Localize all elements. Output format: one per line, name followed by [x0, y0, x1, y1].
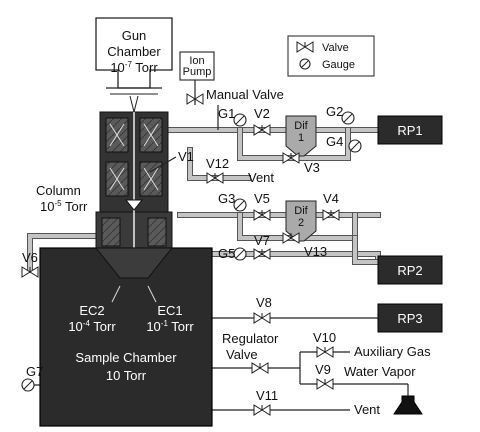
vent-upper-label: Vent	[248, 170, 274, 185]
dif2-line1: Dif	[294, 205, 308, 217]
valve-v1-label: V1	[178, 149, 194, 164]
valve-v12-label: V12	[206, 156, 229, 171]
gauge-g4-label: G4	[326, 134, 343, 149]
valve-v4-label: V4	[323, 191, 339, 206]
sample-chamber-title: Sample Chamber	[75, 350, 177, 365]
gauge-g7-label: G7	[26, 364, 43, 379]
vent-lower-label: Vent	[354, 402, 380, 417]
ec1-pressure: 10-1 Torr	[146, 319, 194, 334]
valve-v5-icon	[253, 209, 271, 221]
electron-column	[95, 111, 173, 272]
diffusion-pump-1: Dif 1	[285, 115, 317, 157]
column-pressure: 10-5 Torr	[40, 199, 88, 214]
dif1-line2: 1	[298, 132, 304, 144]
rough-pump-rp1	[377, 115, 443, 145]
gauge-g1-label: G1	[218, 106, 235, 121]
legend-gauge-label: Gauge	[322, 59, 355, 71]
regulator-label-line1: Regulator	[222, 331, 279, 346]
valve-v7-icon	[253, 248, 271, 260]
dif2-line2: 2	[298, 217, 304, 229]
regulator-label-line2: Valve	[226, 347, 258, 362]
valve-v8-icon	[253, 312, 271, 324]
valve-v6-label: V6	[22, 250, 38, 265]
column-label: Column	[36, 183, 81, 198]
rp2-label: RP2	[397, 263, 422, 278]
water-vapor-flask-icon	[393, 395, 423, 415]
valve-v13-label: V13	[304, 244, 327, 259]
valve-v11-label: V11	[256, 388, 278, 403]
manual-valve-label: Manual Valve	[206, 87, 284, 102]
valve-v13-icon	[282, 232, 300, 244]
valve-v2-icon	[253, 124, 271, 136]
rough-pump-rp2	[377, 255, 443, 285]
ec2-label: EC2	[79, 303, 104, 318]
gun-pressure: 10-7 Torr	[110, 60, 158, 75]
valve-v2-label: V2	[254, 106, 270, 121]
valve-v4-icon	[322, 209, 340, 221]
valve-v7-label: V7	[254, 233, 270, 248]
sample-chamber: EC2 10-4 Torr EC1 10-1 Torr Sample Chamb…	[39, 247, 213, 427]
regulator-valve-icon	[251, 362, 269, 374]
valve-v8-label: V8	[256, 295, 272, 310]
rough-pump-rp3	[377, 303, 443, 333]
valve-v3-icon	[282, 152, 300, 164]
valve-v9-icon	[316, 378, 334, 390]
valve-v10-icon	[316, 346, 334, 358]
ion-pump-line1: Ion	[189, 55, 204, 67]
water-vapor-label: Water Vapor	[344, 364, 416, 379]
gauge-g5-label: G5	[218, 246, 235, 261]
ion-pump: Ion Pump	[179, 51, 215, 81]
rp1-label: RP1	[397, 123, 422, 138]
gun-chamber: Gun Chamber 10-7 Torr	[95, 17, 173, 113]
legend: Valve Gauge	[287, 35, 375, 77]
valve-v12-icon	[206, 172, 224, 184]
gun-title-line1: Gun	[122, 28, 147, 43]
valve-v10-label: V10	[313, 330, 336, 345]
valve-v6-icon	[21, 266, 39, 278]
sample-chamber-pressure: 10 Torr	[106, 368, 147, 383]
ion-pump-line2: Pump	[183, 66, 212, 78]
legend-valve-label: Valve	[322, 42, 349, 54]
rp3-label: RP3	[397, 311, 422, 326]
valve-v9-label: V9	[315, 362, 331, 377]
ec2-pressure: 10-4 Torr	[68, 319, 116, 334]
gun-title-line2: Chamber	[107, 44, 161, 59]
dif1-line1: Dif	[294, 120, 308, 132]
ec1-label: EC1	[157, 303, 182, 318]
valve-v3-label: V3	[304, 160, 320, 175]
gauge-g2-label: G2	[326, 104, 343, 119]
diffusion-pump-2: Dif 2	[285, 200, 317, 242]
valve-v11-icon	[253, 404, 271, 416]
auxiliary-gas-label: Auxiliary Gas	[354, 344, 431, 359]
valve-v5-label: V5	[254, 191, 270, 206]
gauge-g3-label: G3	[218, 191, 235, 206]
